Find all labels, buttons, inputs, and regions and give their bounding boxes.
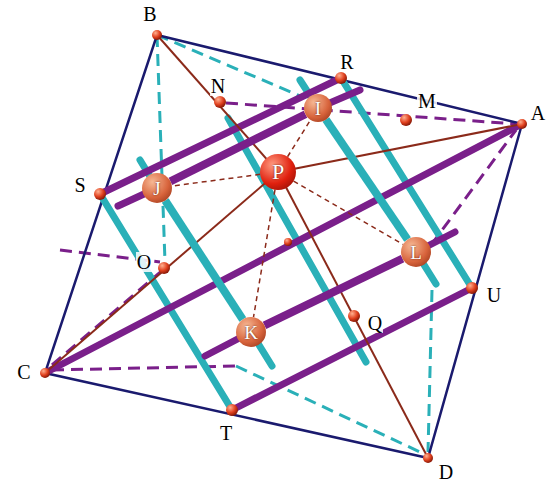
cyan-rod	[100, 194, 232, 410]
atom-sphere: L	[401, 237, 431, 267]
point-label: D	[438, 462, 454, 482]
atom-dot	[284, 238, 292, 246]
atom-dot	[466, 282, 478, 294]
atom-letter: K	[244, 323, 258, 342]
dashed-rod	[157, 35, 165, 262]
bond-line	[157, 35, 278, 172]
point-label: B	[142, 4, 157, 24]
atom-sphere: P	[260, 154, 296, 190]
point-label: A	[530, 103, 546, 123]
atom-dot	[214, 96, 226, 108]
atom-sphere: I	[304, 94, 332, 122]
bond-connector	[165, 201, 243, 320]
atom-dot	[226, 404, 238, 416]
bond-connector	[294, 181, 403, 244]
point-label: N	[210, 76, 226, 96]
atom-letter: L	[410, 243, 422, 262]
atom-dot	[158, 262, 170, 274]
point-label: C	[16, 362, 31, 382]
atom-letter: I	[315, 99, 321, 118]
point-label: Q	[367, 313, 383, 333]
atom-letter: P	[272, 161, 284, 183]
bond-connector	[253, 190, 275, 317]
atom-dot	[423, 453, 433, 463]
atom-dot	[400, 114, 412, 126]
point-label: T	[219, 423, 233, 443]
bond-connector	[288, 120, 311, 157]
purple-rod	[232, 288, 472, 410]
point-label: U	[486, 285, 502, 305]
atom-dots	[40, 30, 527, 463]
point-label: O	[136, 252, 152, 272]
bond-line	[45, 172, 278, 373]
atom-dot	[335, 72, 347, 84]
atom-dot	[348, 310, 360, 322]
outline	[45, 35, 522, 458]
brown-lines	[45, 35, 522, 458]
atom-dot	[40, 368, 50, 378]
cyan-rods	[100, 78, 472, 410]
atom-dot	[517, 119, 527, 129]
bond-connector	[172, 174, 260, 186]
atom-dot	[152, 30, 162, 40]
atom-dot	[94, 188, 106, 200]
purple-rod	[45, 124, 522, 373]
atom-letter: J	[153, 179, 160, 198]
purple-rods	[45, 78, 522, 410]
dashed-rod	[428, 290, 432, 452]
bond-line	[278, 124, 522, 172]
bond-connector	[326, 120, 408, 240]
dashed-rod	[236, 366, 420, 452]
atom-sphere: J	[142, 173, 172, 203]
bond-line	[278, 172, 428, 458]
point-label: R	[339, 52, 354, 72]
atom-sphere: K	[236, 317, 266, 347]
point-label: S	[73, 175, 86, 195]
point-label: M	[417, 91, 437, 111]
